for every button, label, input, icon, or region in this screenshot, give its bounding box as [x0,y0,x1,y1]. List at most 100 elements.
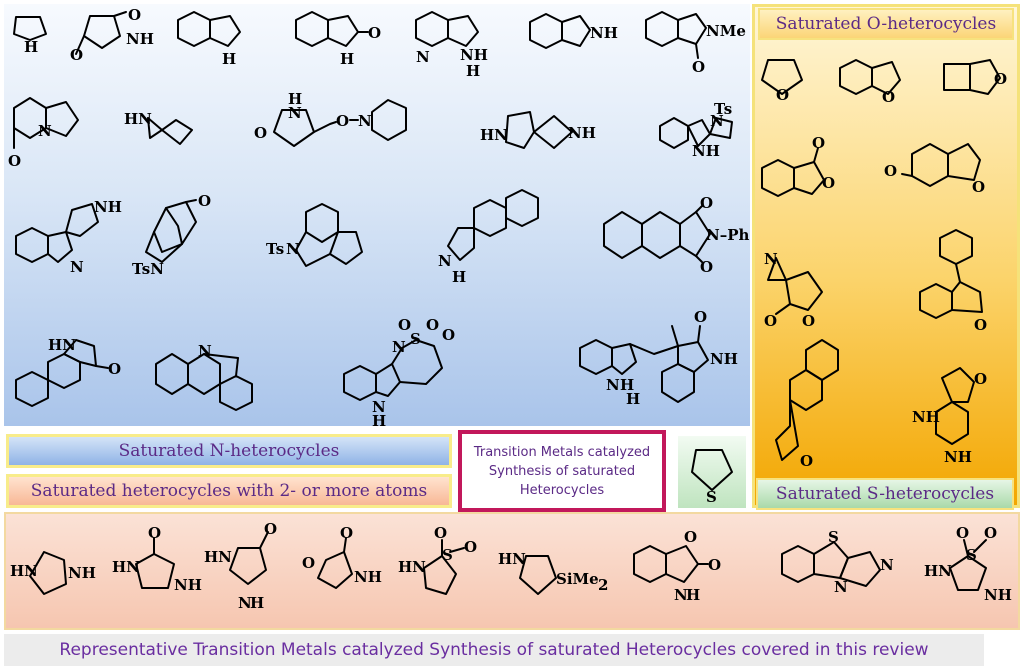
atom-o: O [700,194,713,212]
atom-subscript-2: 2 [598,576,608,594]
atom-nh: NH [94,198,122,216]
atom-h: H [288,90,302,108]
atom-nh: NH [692,142,720,160]
atom-o: O [434,524,447,542]
atom-o: O [336,112,349,130]
atom-o: O [764,312,777,330]
atom-s: S [828,528,839,546]
atom-o: O [198,192,211,210]
indolyl-methyl-oxindole-structure: O NH N H H [579,308,738,408]
footer-caption: Representative Transition Metals catalyz… [4,634,984,666]
atom-o: O [108,360,121,378]
azasilolidine-structure: HN SiMe 2 [498,550,608,595]
oxindole-structure: O H [295,11,381,68]
imidazolidine-structure: HN NH [10,551,96,595]
atom-h: H [466,62,480,80]
cyclic-sulfamidate-indoline-structure: N S O O O N H [343,316,455,430]
atom-s: S [966,546,977,564]
oxabicyclo-structure: O [943,59,1007,95]
atom-o: O [974,370,987,388]
atom-o: O [800,452,813,470]
atom-o: O [972,178,985,196]
atom-nh: NH [912,408,940,426]
multi-heterocycles-label: Saturated heterocycles with 2- or more a… [6,474,452,508]
atom-n: N [372,398,386,416]
hydrobenzofuranone-structure: O O [884,143,985,196]
atom-n: N [416,48,430,66]
atom-h: H [620,376,634,394]
atom-h: H [686,586,700,604]
benzothiazolo-imidazole-structure: S N N [781,528,894,596]
atom-o: O [882,88,895,106]
oxazolidinone-structure: O O NH [302,524,382,589]
spiro-thf-piperazine-structure: O NH NH [912,367,987,466]
atom-sime2: SiMe [556,570,599,588]
atom-o: O [684,528,697,546]
s-heterocycles-label: Saturated S-heterocycles [756,478,1014,510]
center-title-box: Transition Metals catalyzed Synthesis of… [458,430,666,512]
atom-hn: HN [498,550,526,568]
atom-h: H [626,390,640,408]
atom-n: N [764,250,778,268]
atom-n: N [674,586,688,604]
atom-o: O [956,524,969,542]
atom-nh: NH [460,46,488,64]
atom-n: N [438,252,452,270]
pyrrolidine-structure: H [13,16,47,56]
atom-n: N [358,112,372,130]
atom-nh: NH [710,350,738,368]
spiroindolenine-structure: NH N [15,198,122,276]
atom-h: H [250,594,264,612]
atom-hn: HN [10,562,38,580]
isoindoline-structure: NH [529,13,618,49]
phthalide-structure: O O [761,134,835,197]
n-phenyl-imide-structure: O N–Ph O [603,194,749,276]
tetrahydrofuran-structure: O [761,59,803,104]
atom-nh: NH [354,568,382,586]
atom-tsn: TsN [132,260,164,278]
atom-n: N [392,338,406,356]
thiolane-structure: S [691,449,733,506]
phenyl-dihydrobenzofuran-structure: O [919,229,987,334]
atom-o: O [802,312,815,330]
atom-o: O [708,556,721,574]
atom-hn: HN [112,558,140,576]
atom-o: O [994,70,1007,88]
atom-o: O [264,520,277,538]
atom-o: O [692,58,705,76]
atom-hn: HN [124,110,152,128]
imidazolidin-4-one-structure: O HN N H [204,520,277,612]
atom-h: H [452,268,466,286]
atom-s: S [442,546,453,564]
atom-o: O [974,316,987,334]
n-heterocycles-label: Saturated N-heterocycles [6,434,452,468]
atom-nh: NH [68,564,96,582]
o-heterocycles-label: Saturated O-heterocycles [758,8,1014,40]
multi-heteroatom-panel [4,512,1020,630]
atom-h: H [24,38,38,56]
imidazolidinone-structure: O HN NH [112,524,202,594]
atom-hn: HN [924,562,952,580]
atom-h: H [222,50,236,68]
atom-o: O [812,134,825,152]
n-methyl-isoindolinone-structure: NMe O [645,11,746,76]
atom-nh: NH [944,448,972,466]
atom-o: O [302,554,315,572]
atom-n: N [70,258,84,276]
atom-nh: NH [590,24,618,42]
atom-h: H [340,50,354,68]
atom-o: O [398,316,411,334]
atom-o: O [700,258,713,276]
indoline-structure: H [177,11,241,68]
atom-n: N [288,104,302,122]
atom-n: N [880,556,894,574]
atom-ts: Ts [714,100,732,118]
atom-nh: NH [174,576,202,594]
atom-hn: HN [398,558,426,576]
indolizidinone-structure: N O [8,97,79,170]
atom-n: N [606,376,620,394]
dihydrobenzofuran-structure: O [839,59,901,106]
atom-ts: Ts [266,240,284,258]
atom-hn: HN [48,336,76,354]
diazaspiro-structure: HN NH [480,111,596,149]
